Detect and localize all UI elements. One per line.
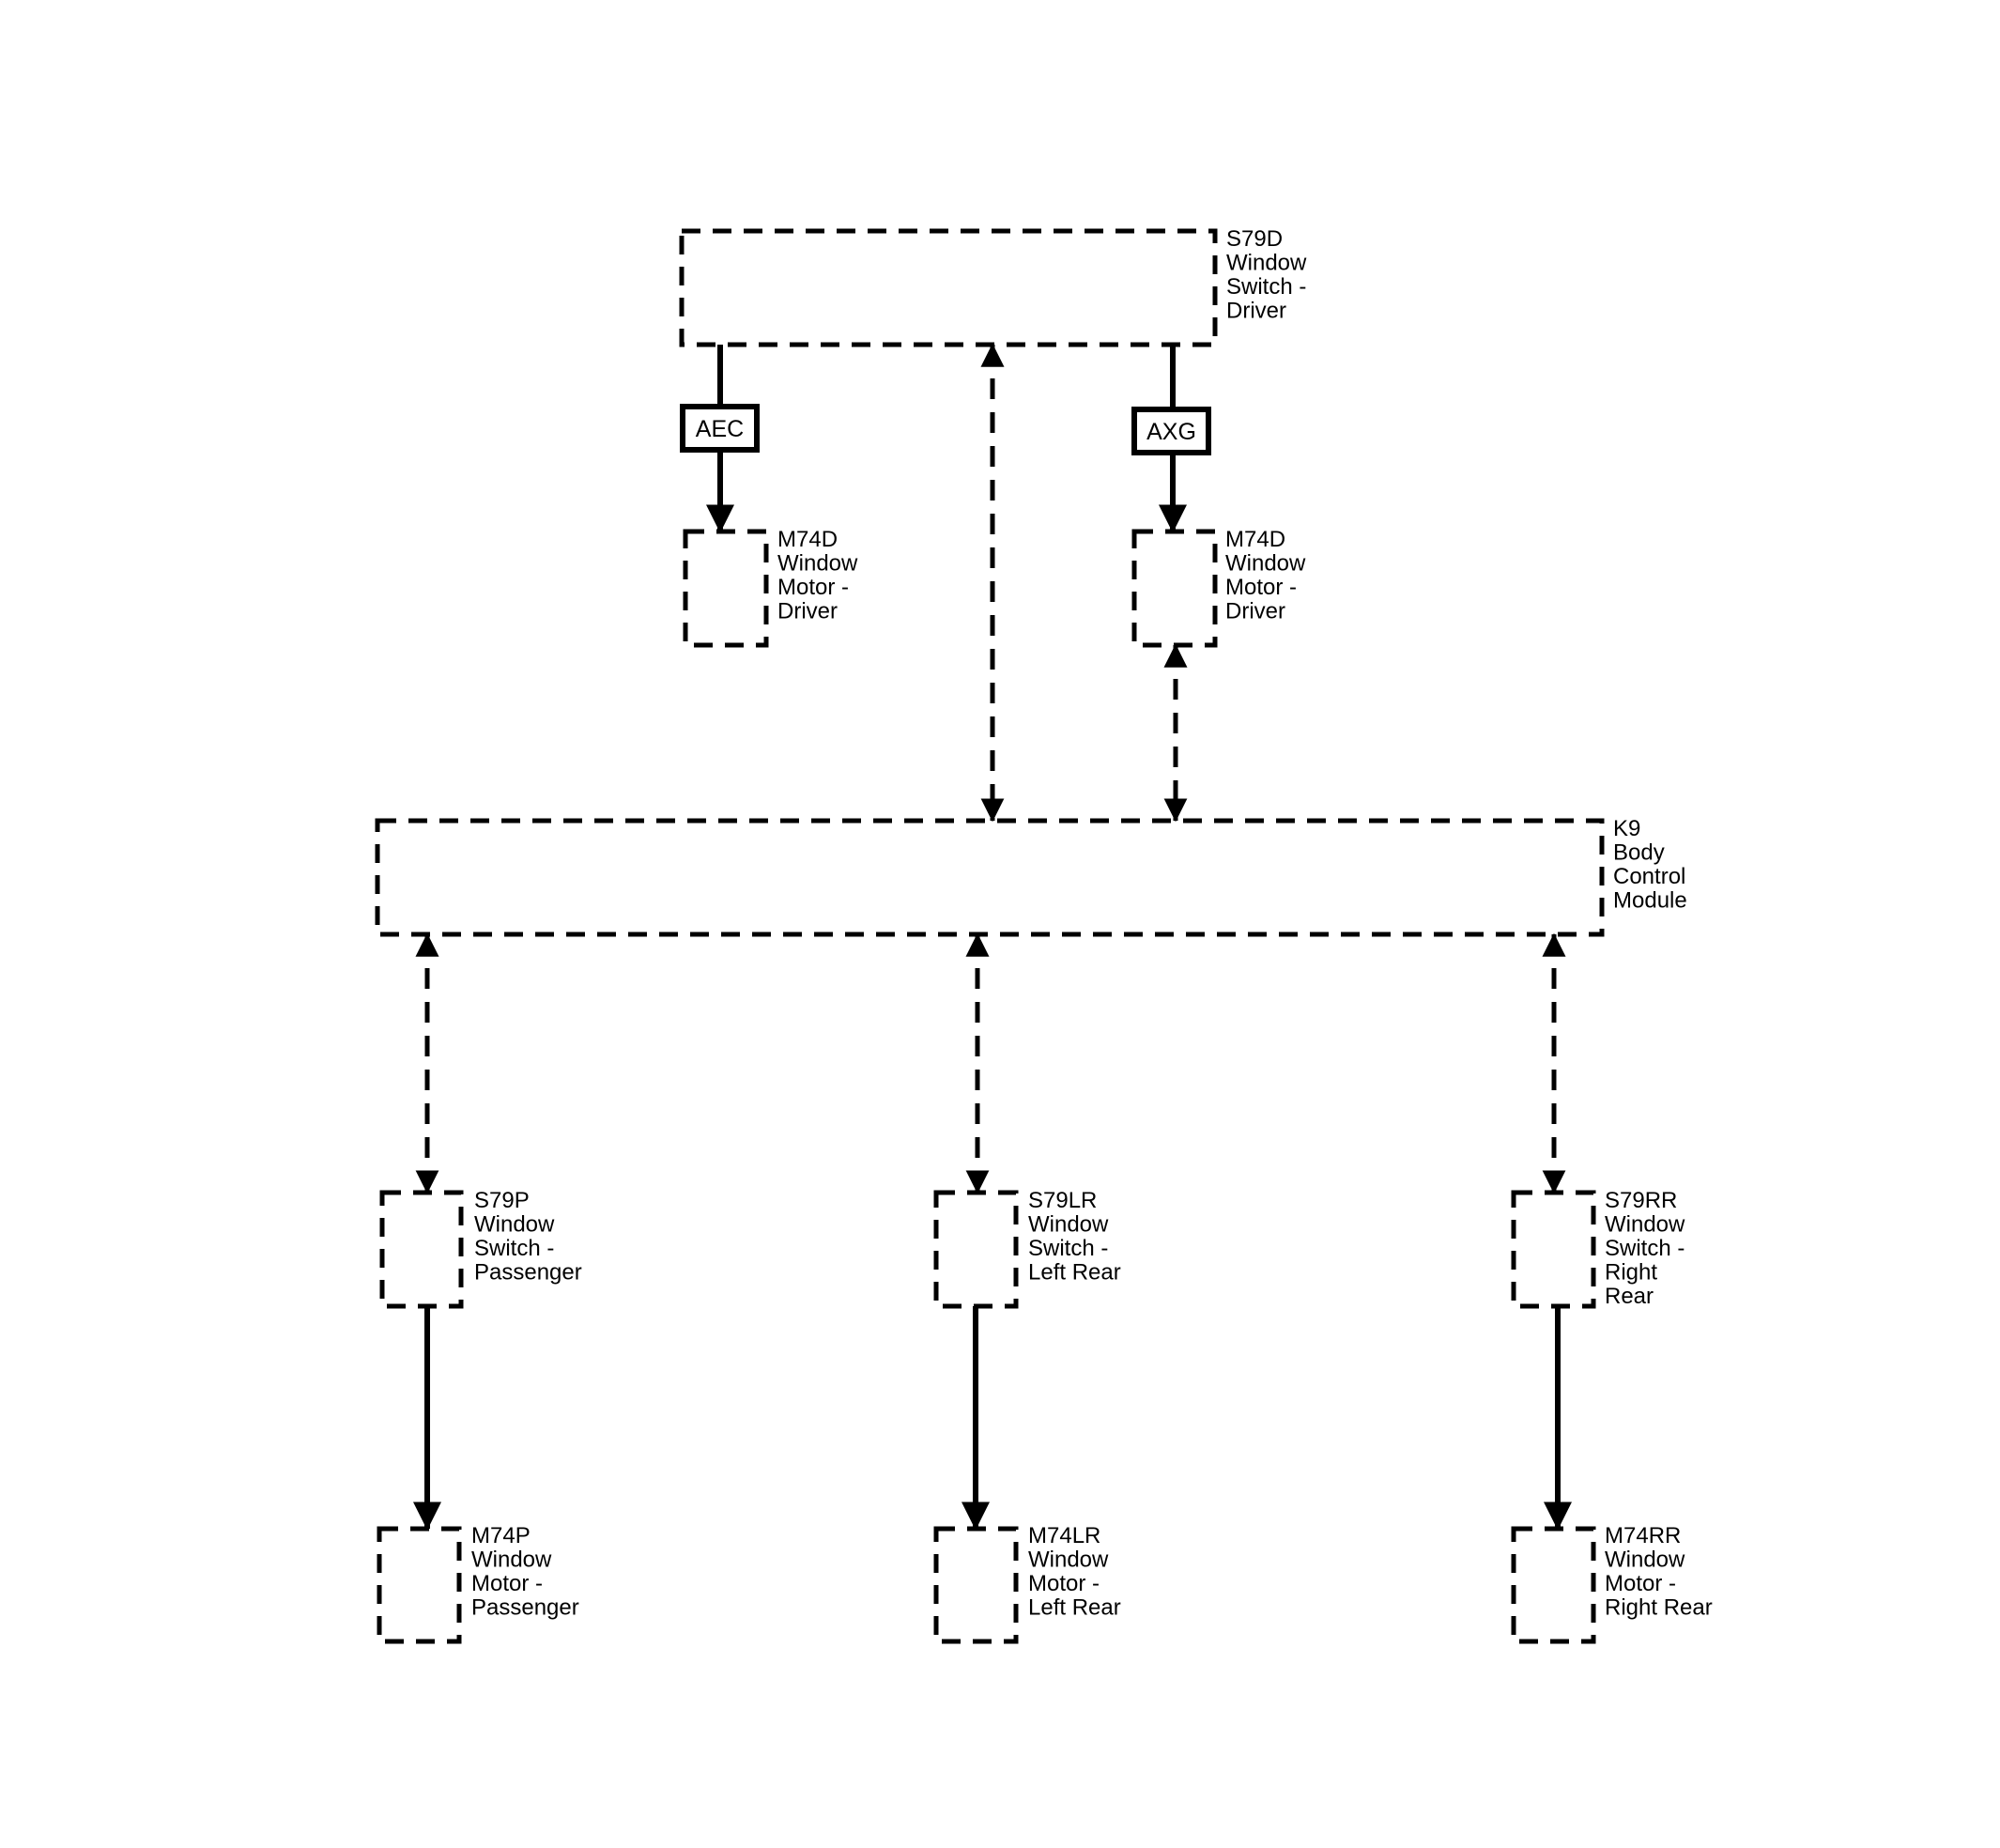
label-line: Window: [1028, 1212, 1109, 1238]
label-line: Rear: [1605, 1284, 1654, 1309]
label-line: K9: [1613, 816, 1640, 841]
label-line: Driver: [1225, 599, 1285, 624]
label-line: S79LR: [1028, 1188, 1097, 1213]
label-line: M74RR: [1605, 1523, 1681, 1548]
m74p-box: [377, 1526, 462, 1644]
label-line: Window: [1226, 251, 1307, 276]
label-line: Driver: [777, 599, 838, 624]
label-line: Motor -: [1605, 1571, 1676, 1596]
label-line: S79P: [474, 1188, 530, 1213]
label-line: Left Rear: [1028, 1595, 1121, 1621]
s79rr-box: [1511, 1190, 1596, 1309]
label-line: Passenger: [474, 1260, 582, 1286]
aec-circuit-tag: AEC: [680, 404, 760, 453]
label-line: M74D: [777, 527, 838, 552]
label-line: Left Rear: [1028, 1260, 1121, 1286]
label-line: Passenger: [471, 1595, 579, 1621]
aec-label: AEC: [696, 416, 744, 442]
label-line: Body: [1613, 840, 1665, 866]
s79d-box: [679, 228, 1218, 347]
label-line: Switch -: [1028, 1236, 1108, 1261]
label-line: Window: [1028, 1548, 1109, 1573]
label-line: M74LR: [1028, 1523, 1100, 1548]
label-line: Motor -: [471, 1571, 543, 1596]
label-line: Window: [777, 551, 858, 577]
m74rr-box: [1511, 1526, 1596, 1644]
s79lr-box: [933, 1190, 1019, 1309]
label-line: S79RR: [1605, 1188, 1677, 1213]
label-line: Right Rear: [1605, 1595, 1713, 1621]
label-line: S79D: [1226, 226, 1283, 252]
label-line: Window: [471, 1548, 552, 1573]
label-line: Window: [1605, 1548, 1685, 1573]
label-line: Window: [474, 1212, 555, 1238]
label-line: Control: [1613, 864, 1685, 889]
label-line: M74P: [471, 1523, 531, 1548]
label-line: Motor -: [1028, 1571, 1100, 1596]
label-line: Window: [1605, 1212, 1685, 1238]
s79p-box: [379, 1190, 464, 1309]
m74d-a-box: [683, 529, 769, 648]
axg-circuit-tag: AXG: [1131, 407, 1211, 455]
label-line: Module: [1613, 888, 1687, 914]
axg-label: AXG: [1146, 419, 1196, 445]
label-line: Window: [1225, 551, 1306, 577]
label-line: Motor -: [777, 575, 849, 600]
label-line: M74D: [1225, 527, 1285, 552]
label-line: Right: [1605, 1260, 1657, 1286]
label-line: Motor -: [1225, 575, 1297, 600]
label-line: Switch -: [474, 1236, 554, 1261]
label-line: Switch -: [1605, 1236, 1685, 1261]
label-line: Driver: [1226, 299, 1286, 324]
k9-box: [375, 818, 1605, 937]
m74d-b-box: [1131, 529, 1218, 648]
label-line: Switch -: [1226, 274, 1306, 300]
m74lr-box: [933, 1526, 1019, 1644]
